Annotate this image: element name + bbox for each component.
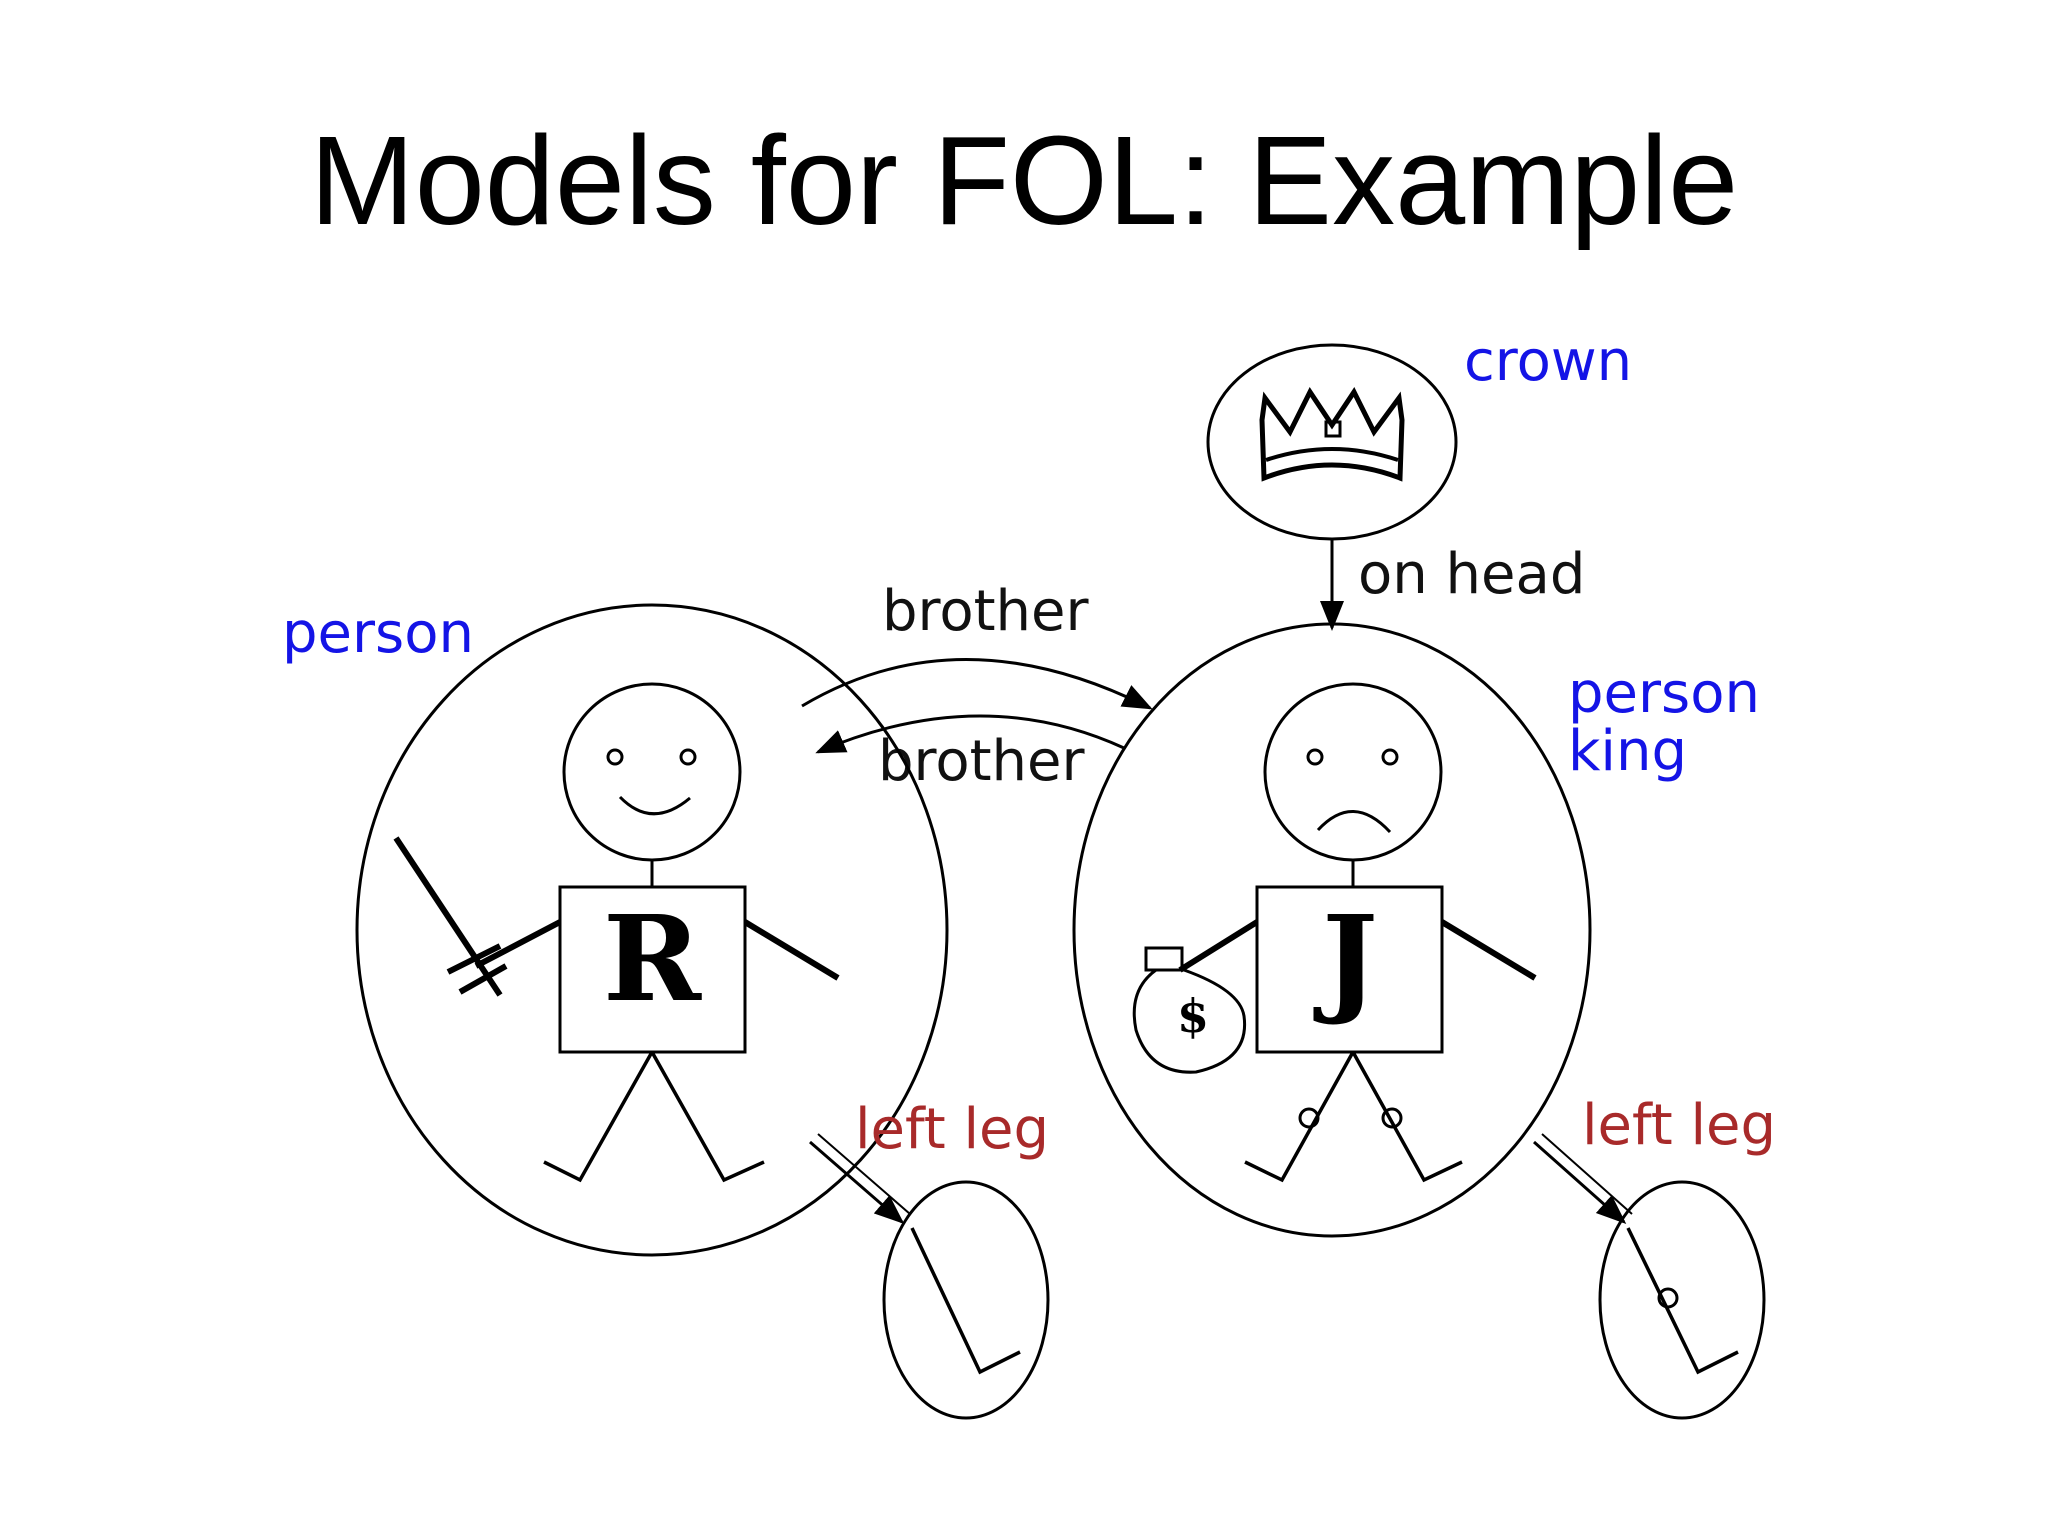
richard-left-leg-node: [882, 1180, 1050, 1420]
richard-letter: R: [603, 889, 702, 1028]
john-node: J $: [1072, 622, 1592, 1238]
king-class-label: king: [1568, 719, 1687, 784]
left-leg-arrow-john: [1533, 1133, 1633, 1224]
left-leg-arrow-richard: [809, 1133, 911, 1224]
slide-title: Models for FOL: Example: [309, 110, 1739, 251]
crown-icon: [1259, 387, 1405, 482]
john-body-box: [1255, 885, 1444, 1054]
john-left-leg-node: [1598, 1180, 1766, 1420]
crown-node: [1206, 343, 1458, 541]
brother-label-bottom: brother: [878, 729, 1086, 794]
brother-arrow-bottom: [815, 714, 1125, 754]
brother-label-top: brother: [882, 579, 1090, 644]
smiling-face-icon: [562, 682, 742, 862]
richard-body-box: [558, 885, 747, 1054]
person-class-label-right: person: [1568, 661, 1760, 726]
on-head-label: on head: [1358, 542, 1585, 607]
person-class-label-left: person: [282, 601, 474, 666]
richard-node: R: [355, 603, 949, 1257]
crown-class-label: crown: [1464, 329, 1632, 394]
money-bag-icon: $: [1132, 946, 1247, 1074]
brother-arrow-top: [801, 658, 1153, 710]
left-leg-label-left: left leg: [855, 1097, 1049, 1162]
frowning-face-icon: [1263, 682, 1443, 862]
sword-icon: [393, 836, 508, 997]
john-letter: J: [1313, 889, 1378, 1028]
left-leg-label-right: left leg: [1582, 1093, 1776, 1158]
money-symbol: $: [1177, 989, 1209, 1043]
